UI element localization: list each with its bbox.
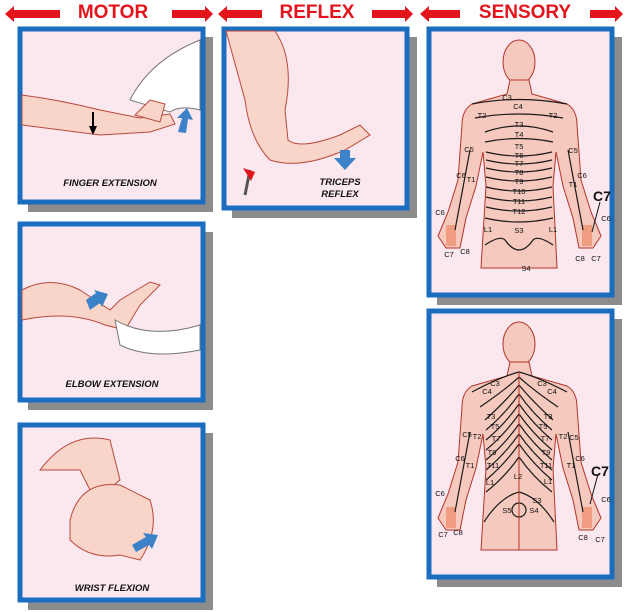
label-c6: C6 xyxy=(435,489,445,498)
back-body-figure xyxy=(437,321,602,551)
label-t2: T2 xyxy=(473,432,482,441)
elbow-extension-caption: ELBOW EXTENSION xyxy=(66,379,160,390)
label-c8: C8 xyxy=(578,533,588,542)
label-t6: T6 xyxy=(515,151,524,160)
label-l1: L1 xyxy=(544,477,552,486)
label-c7-highlight: C7 xyxy=(591,463,609,479)
label-c8: C8 xyxy=(460,247,470,256)
label-l1: L1 xyxy=(486,478,494,487)
label-c7: C7 xyxy=(591,254,601,263)
label-t12: T12 xyxy=(513,207,526,216)
front-body-figure xyxy=(437,39,602,269)
front-dermatome-labels: C3 C4 T2 T2 T3 T4 T5 T6 T7 T8 T9 T10 T11… xyxy=(435,93,611,273)
triceps-reflex-caption-1: TRICEPS xyxy=(319,177,361,188)
label-c7-highlight: C7 xyxy=(593,188,611,204)
label-t8: T8 xyxy=(515,168,524,177)
label-c8: C8 xyxy=(575,254,585,263)
label-t11: T11 xyxy=(487,461,499,470)
label-s5: S5 xyxy=(502,506,511,515)
dermatome-front-panel: C3 C4 T2 T2 T3 T4 T5 T6 T7 T8 T9 T10 T11… xyxy=(426,26,615,298)
label-t1: T1 xyxy=(467,175,476,184)
reflex-header: REFLEX xyxy=(280,2,355,23)
label-c6: C6 xyxy=(435,208,445,217)
label-t9: T9 xyxy=(542,448,551,457)
label-c7: C7 xyxy=(438,530,448,539)
label-t1: T1 xyxy=(569,180,578,189)
label-s4: S4 xyxy=(529,506,538,515)
label-t5: T5 xyxy=(515,142,524,151)
label-c4: C4 xyxy=(513,102,523,111)
label-t3: T3 xyxy=(544,412,553,421)
blue-arrow-icon xyxy=(177,108,193,133)
label-t10: T10 xyxy=(513,187,526,196)
label-t3: T3 xyxy=(515,120,524,129)
label-c8: C8 xyxy=(453,528,463,537)
label-t11: T11 xyxy=(513,197,525,206)
sensory-banner: SENSORY xyxy=(420,2,623,23)
label-c7: C7 xyxy=(595,535,605,544)
label-c6: C6 xyxy=(456,171,466,180)
label-l2: L2 xyxy=(514,472,522,481)
wrist-flexion-caption: WRIST FLEXION xyxy=(75,583,151,594)
label-t9: T9 xyxy=(515,177,524,186)
motor-header: MOTOR xyxy=(78,2,149,23)
finger-extension-caption: FINGER EXTENSION xyxy=(63,178,158,189)
label-t7: T7 xyxy=(541,434,550,443)
blue-arrow-icon xyxy=(86,290,108,310)
label-c6: C6 xyxy=(601,214,611,223)
reflex-hammer-icon xyxy=(243,168,255,181)
label-s4: S4 xyxy=(521,264,530,273)
dermatome-back-panel: C3 C4 C3 C4 T3 T3 T5 T5 C5 T2 T2 C5 T7 T… xyxy=(426,308,615,580)
label-t1: T1 xyxy=(466,461,475,470)
label-c4: C4 xyxy=(482,387,492,396)
label-t5: T5 xyxy=(539,422,548,431)
label-t2: T2 xyxy=(478,111,487,120)
motor-banner: MOTOR xyxy=(5,2,213,23)
label-c5: C5 xyxy=(462,430,472,439)
label-l1: L1 xyxy=(549,225,557,234)
finger-extension-panel: FINGER EXTENSION xyxy=(17,26,206,205)
label-t7: T7 xyxy=(515,159,524,168)
label-c5: C5 xyxy=(569,433,579,442)
label-t9: T9 xyxy=(488,448,497,457)
sensory-header: SENSORY xyxy=(479,2,572,23)
label-c6: C6 xyxy=(575,454,585,463)
blue-arrow-icon xyxy=(334,150,356,170)
label-t2: T2 xyxy=(549,111,558,120)
label-t2: T2 xyxy=(559,432,568,441)
triceps-reflex-caption-2: REFLEX xyxy=(321,189,359,200)
triceps-reflex-panel: TRICEPS REFLEX xyxy=(221,26,410,211)
label-t7: T7 xyxy=(492,434,501,443)
label-t11: T11 xyxy=(540,461,552,470)
label-c5: C5 xyxy=(568,146,578,155)
blue-arrow-icon xyxy=(132,533,158,552)
label-c3: C3 xyxy=(537,379,547,388)
label-c6: C6 xyxy=(455,454,465,463)
label-t3: T3 xyxy=(487,412,496,421)
elbow-extension-panel: ELBOW EXTENSION xyxy=(17,221,206,403)
label-t4: T4 xyxy=(515,130,524,139)
wrist-flexion-panel: WRIST FLEXION xyxy=(17,422,206,603)
label-c5: C5 xyxy=(464,145,474,154)
label-c3: C3 xyxy=(502,93,512,102)
label-t1: T1 xyxy=(567,461,576,470)
label-l1: L1 xyxy=(484,225,492,234)
label-c6: C6 xyxy=(577,171,587,180)
label-c3: C3 xyxy=(490,379,500,388)
label-t5: T5 xyxy=(491,422,500,431)
back-dermatome-labels: C3 C4 C3 C4 T3 T3 T5 T5 C5 T2 T2 C5 T7 T… xyxy=(435,379,611,544)
label-c7: C7 xyxy=(444,250,454,259)
label-s3: S3 xyxy=(532,496,541,505)
reflex-banner: REFLEX xyxy=(218,2,413,23)
label-s3: S3 xyxy=(514,226,523,235)
label-c6: C6 xyxy=(601,495,611,504)
label-c4: C4 xyxy=(547,387,557,396)
